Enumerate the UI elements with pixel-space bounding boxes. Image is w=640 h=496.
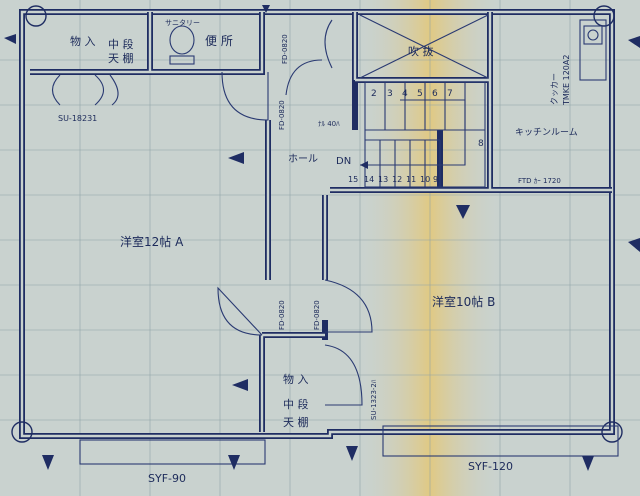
hall-label: ホール xyxy=(288,153,318,165)
syf-right-code: SYF-120 xyxy=(468,460,513,473)
stair-step-up: 3 xyxy=(387,89,393,99)
hall-dn-label: DN xyxy=(336,156,351,167)
arrow-mark-icon xyxy=(262,5,270,13)
su-bottom-code: SU-1323-2ﾊ xyxy=(370,379,378,420)
toilet-fixture-label: サニタリー xyxy=(165,18,200,27)
arrow-marks xyxy=(4,5,640,471)
fd-mid-right-code: FD-0820 xyxy=(313,300,321,330)
kitchen-label: キッチンルーム xyxy=(515,127,578,138)
arrow-mark-icon xyxy=(582,456,594,471)
room-labels: 物 入 中 段 天 棚 サニタリー 便 所 吹 抜 キッチンルーム クッカー T… xyxy=(70,18,578,429)
kitchen-appliance xyxy=(579,19,607,81)
stair-step-down: 14 xyxy=(364,175,374,184)
stair-step-up: 7 xyxy=(447,89,453,99)
toilet-label: 便 所 xyxy=(205,34,233,48)
arrow-mark-icon xyxy=(628,36,640,48)
toilet-fixture xyxy=(169,25,195,65)
kitchen-unit-label: クッカー xyxy=(550,73,559,105)
ftd-kitchen-code: FTD ｶｰ 1720 xyxy=(518,177,561,185)
storage-bottom-label-3: 天 棚 xyxy=(283,415,309,429)
arrow-mark-icon xyxy=(228,152,244,164)
arrow-mark-icon xyxy=(232,379,248,391)
fd-hall-top-code: FD-0820 xyxy=(278,100,286,130)
stair-step-up: 4 xyxy=(402,89,408,99)
arrow-mark-icon xyxy=(456,205,470,219)
arrow-mark-icon xyxy=(42,455,54,470)
stair-step-up: 5 xyxy=(417,89,423,99)
code-labels: SU-18231 FD-0820 FD-0820 ﾅﾙ 40ﾊ FTD ｶｰ 1… xyxy=(58,34,561,485)
storage-top-label-1: 物 入 xyxy=(70,34,96,48)
stair-numbers: 2 3 4 5 6 7 8 15 14 13 12 11 10 9 xyxy=(348,89,484,184)
stair-step-down: 12 xyxy=(392,175,402,184)
arrow-mark-icon xyxy=(628,238,640,252)
stair-step-up: 6 xyxy=(432,89,438,99)
syf-left-code: SYF-90 xyxy=(148,472,186,485)
storage-top-label-3: 天 棚 xyxy=(108,51,134,65)
fd-mid-left-code: FD-0820 xyxy=(278,300,286,330)
void-label: 吹 抜 xyxy=(408,44,434,58)
stairs xyxy=(360,81,486,188)
storage-bottom-label-1: 物 入 xyxy=(283,372,309,386)
void-cross xyxy=(359,14,489,79)
su-left-code: SU-18231 xyxy=(58,114,97,123)
storage-top-label-2: 中 段 xyxy=(108,37,134,51)
arrow-mark-icon xyxy=(346,446,358,461)
exterior-walls xyxy=(19,9,615,439)
door-swings xyxy=(51,19,373,406)
stair-step-down: 10 xyxy=(420,175,430,184)
stair-step-down: 9 xyxy=(433,175,438,184)
balconies xyxy=(79,425,619,465)
arrow-mark-icon xyxy=(4,34,16,44)
fd-toilet-code: FD-0820 xyxy=(281,34,289,64)
corner-columns xyxy=(11,5,623,443)
kitchen-unit-code: TMKE 120A2 xyxy=(562,55,571,106)
arrow-mark-icon xyxy=(228,455,240,470)
stair-step-up: 2 xyxy=(371,89,377,99)
stair-step-down: 15 xyxy=(348,175,358,184)
storage-bottom-label-2: 中 段 xyxy=(283,397,309,411)
stair-step-down: 11 xyxy=(406,175,416,184)
stair-step-side: 8 xyxy=(478,139,484,149)
rail-code: ﾅﾙ 40ﾊ xyxy=(318,120,340,128)
room-a-label: 洋室12帖 A xyxy=(120,234,184,249)
room-b-label: 洋室10帖 B xyxy=(432,294,495,309)
stair-step-down: 13 xyxy=(378,175,388,184)
